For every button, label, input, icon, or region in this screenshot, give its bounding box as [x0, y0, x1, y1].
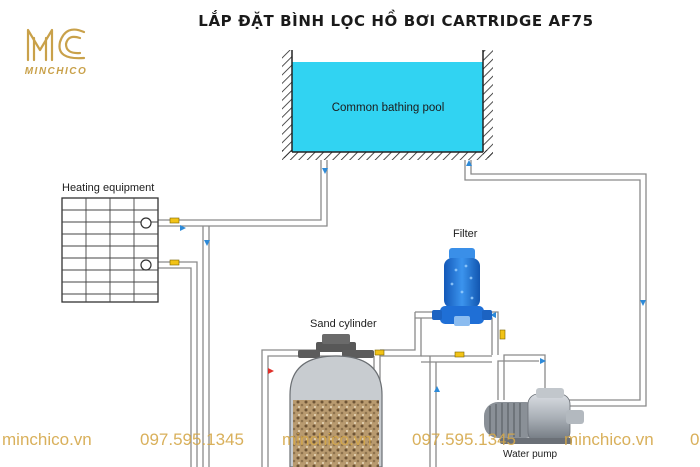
watermark-site: minchico.vn — [2, 430, 92, 449]
sand-cylinder-icon — [289, 334, 383, 467]
watermark-phone: 097.595.1345 — [140, 430, 244, 449]
flow-arrow-icon — [268, 368, 274, 374]
filter-label: Filter — [453, 228, 478, 240]
watermark-phone: 097.595.1345 — [412, 430, 516, 449]
valve-icon — [169, 217, 506, 358]
page-title: LẮP ĐẶT BÌNH LỌC HỒ BƠI CARTRIDGE AF75 — [198, 12, 594, 30]
watermark-site: minchico.vn — [564, 430, 654, 449]
pump-icon — [484, 388, 584, 444]
pool-label: Common bathing pool — [331, 102, 445, 114]
pool-water — [292, 62, 483, 152]
filter-icon — [432, 248, 492, 326]
brand-name: MINCHICO — [24, 66, 88, 77]
watermark-tail: 0 — [690, 430, 700, 449]
flow-arrow-icon — [180, 160, 646, 392]
heater-icon — [61, 197, 159, 303]
sand-cylinder-label: Sand cylinder — [310, 318, 377, 330]
heating-equipment-label: Heating equipment — [62, 182, 155, 194]
brand-logo-icon — [26, 28, 86, 62]
water-pump-label: Water pump — [503, 449, 558, 460]
watermark-site: minchico.vn — [282, 430, 372, 449]
pool-tank — [282, 50, 493, 160]
watermark: minchico.vn 097.595.1345 minchico.vn 097… — [0, 430, 700, 452]
